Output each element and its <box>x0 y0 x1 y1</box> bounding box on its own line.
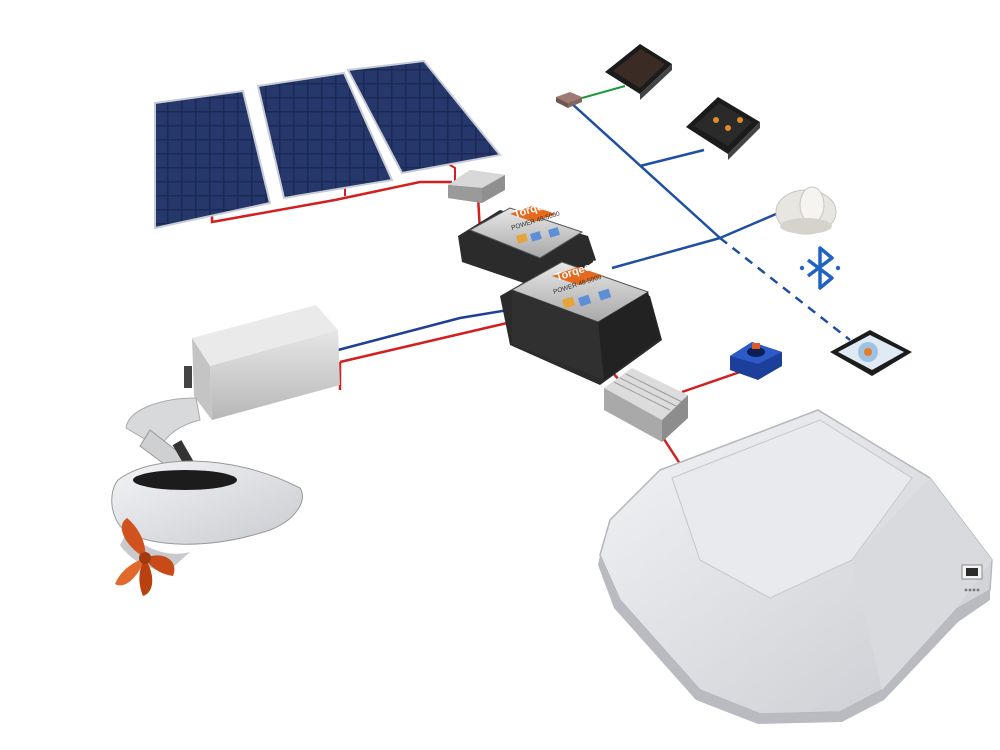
solar-panel-left <box>154 89 272 230</box>
display-top <box>605 44 672 100</box>
bluetooth-icon <box>799 246 841 290</box>
solar-panel-right <box>346 59 502 175</box>
motor-positive-cable <box>339 318 521 364</box>
data-bus-bluetooth-dashed <box>719 237 851 341</box>
battery-bottom: Torqeedo POWER 48-5000 <box>500 257 662 385</box>
propeller-icon <box>115 518 175 596</box>
charge-controller <box>448 170 505 203</box>
generator-housing <box>598 409 993 724</box>
data-bus-main <box>569 101 721 239</box>
display-bottom <box>686 97 760 160</box>
solar-array <box>154 59 502 230</box>
inverter-to-switch-cable <box>681 370 741 394</box>
gateway-sensor-cable <box>581 85 626 99</box>
network-gateway <box>556 92 582 108</box>
main-switch <box>730 342 782 380</box>
pod-motor <box>111 397 303 571</box>
motor-negative-cable <box>337 306 521 352</box>
motor-tube <box>125 397 201 449</box>
data-bus-display <box>639 148 705 168</box>
motor-electronics-box <box>184 305 340 420</box>
battery-top-brand-plate <box>510 206 556 222</box>
battery-bottom-brand-plate <box>552 267 604 285</box>
inverter-box <box>604 368 688 442</box>
solar-panel-middle <box>256 71 394 200</box>
data-bus-battery <box>611 236 721 270</box>
throttle-control <box>775 186 837 235</box>
solar-positive-cable <box>210 180 452 224</box>
tablet-device <box>830 330 912 376</box>
